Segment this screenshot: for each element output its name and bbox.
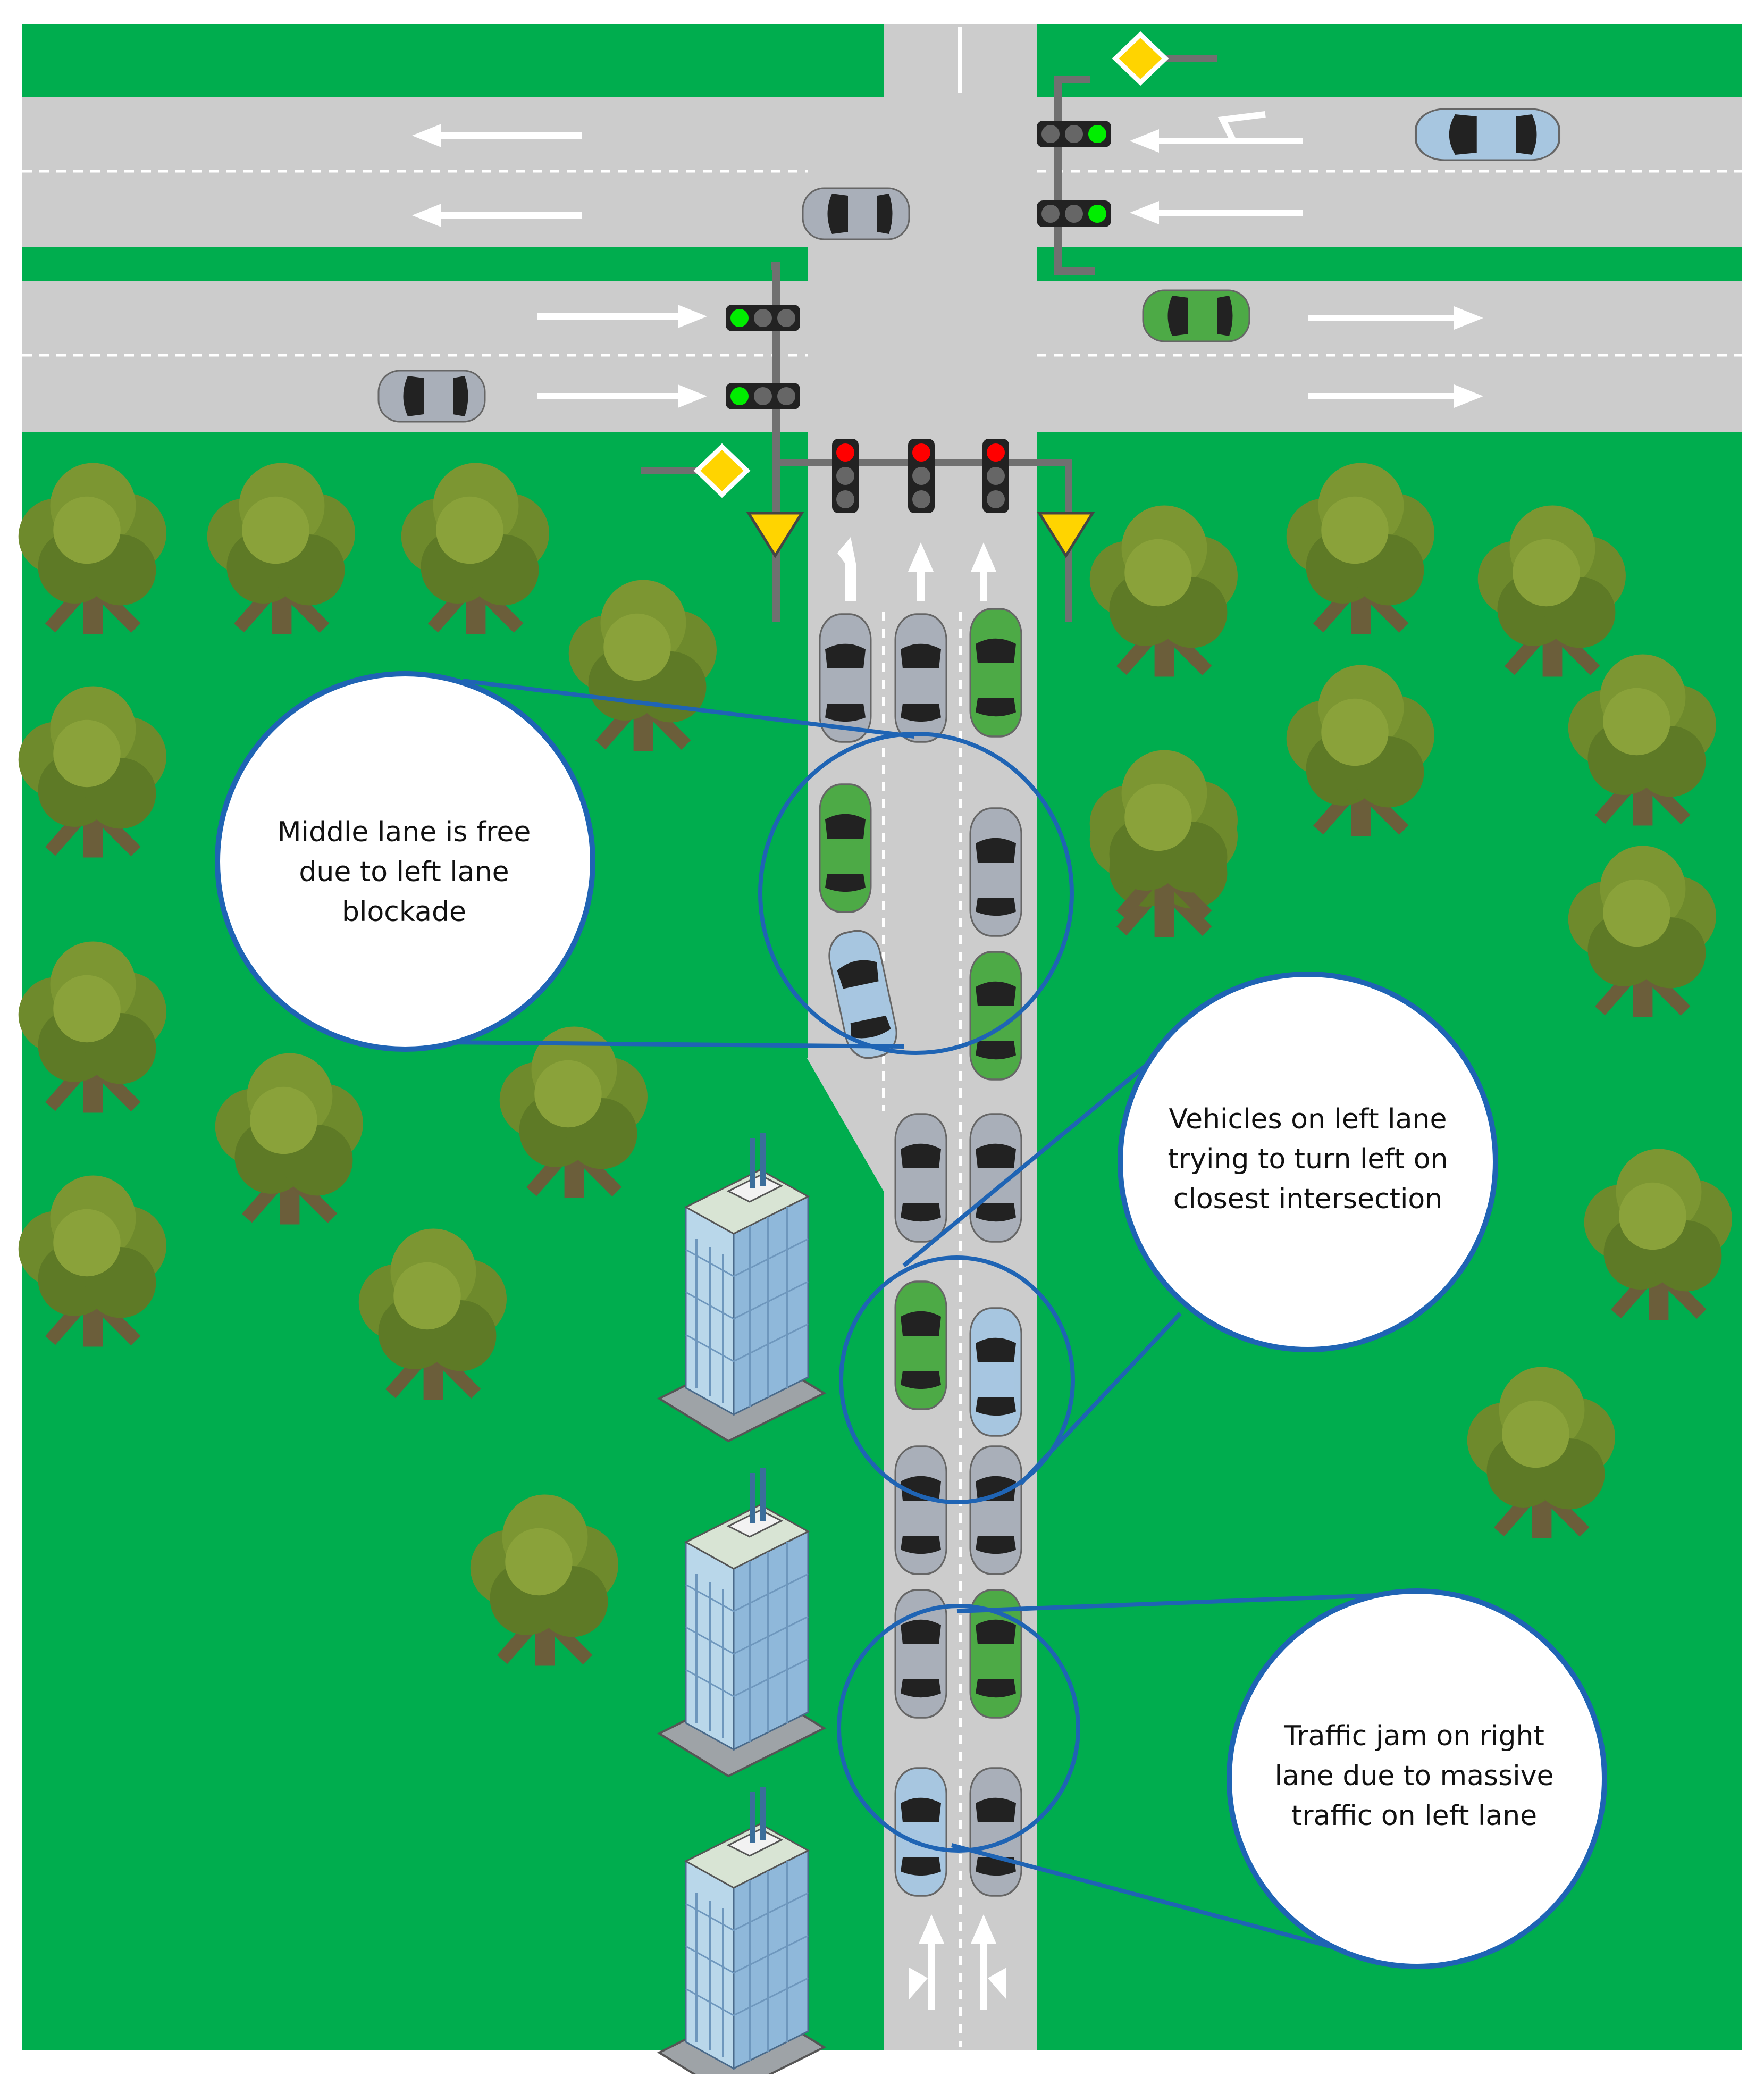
signal-lamp [912, 467, 930, 485]
signal-lamp [754, 309, 772, 327]
callout-line: Traffic jam on right [1284, 1720, 1544, 1752]
callout-leader [902, 1035, 1182, 1268]
lane-arrow-icon-head [678, 305, 707, 328]
priority-road-sign-icon [1112, 31, 1169, 86]
car-icon [969, 608, 1022, 738]
car-icon [894, 1445, 947, 1575]
signal-lamp [1088, 125, 1106, 143]
car-icon [802, 187, 910, 240]
callout-leader [951, 1843, 1341, 1951]
callout-focus-ring [837, 1604, 1080, 1853]
callout-line: due to left lane [299, 856, 509, 888]
car-icon [894, 1767, 947, 1897]
signal-pole [776, 459, 1072, 622]
signal-lamp [912, 443, 930, 462]
callout-leader [441, 1040, 904, 1049]
callout-line: Middle lane is free [277, 816, 531, 848]
car-icon [969, 807, 1022, 937]
lane-arrow-icon-head [908, 542, 934, 572]
signal-lamp [1041, 205, 1060, 223]
signal-lamp [836, 490, 854, 508]
lane-arrow-icon-head [971, 542, 996, 572]
lane-arrow-icon-head [678, 384, 707, 408]
callout-line: blockade [342, 895, 466, 928]
yield-sign-icon [1037, 512, 1095, 558]
car-icon [969, 1445, 1022, 1575]
callout-line: Vehicles on left lane [1169, 1103, 1447, 1135]
signal-lamp [1041, 125, 1060, 143]
signal-lamp [1088, 205, 1106, 223]
signal-lamp [777, 387, 795, 405]
signal-lamp [836, 467, 854, 485]
signal-pole [1054, 76, 1095, 275]
lane-arrow-icon-head [919, 1914, 944, 1944]
callout-leader [462, 679, 915, 739]
car-icon [969, 1767, 1022, 1897]
callout-line: lane due to massive [1274, 1760, 1554, 1792]
signal-lamp [987, 443, 1005, 462]
callout-bubble [1227, 1588, 1607, 1969]
car-icon [969, 1113, 1022, 1243]
callout-line: closest intersection [1173, 1183, 1443, 1215]
lane-arrow-icon-head [1454, 384, 1483, 408]
car-icon [819, 613, 872, 743]
priority-road-sign-icon [693, 443, 751, 498]
signal-lamp [777, 309, 795, 327]
signal-lamp [730, 387, 749, 405]
car-icon [1142, 289, 1250, 342]
car-icon [1416, 109, 1559, 160]
lane-arrow-icon-head [1130, 201, 1159, 224]
callout-middle-lane-text: Middle lane is free due to left lane blo… [223, 723, 585, 1021]
lane-arrow-icon [988, 1968, 1006, 1999]
callout-traffic-jam-text: Traffic jam on right lane due to massive… [1233, 1627, 1595, 1925]
lane-arrow-icon-head [412, 124, 441, 147]
car-icon [894, 1280, 947, 1410]
lane-arrow-icon-head [971, 1914, 996, 1944]
callout-left-turn-text: Vehicles on left lane trying to turn lef… [1127, 1010, 1489, 1308]
callout-focus-ring [758, 732, 1074, 1055]
lane-arrow-icon-head [412, 204, 441, 227]
signal-lamp [1065, 125, 1083, 143]
car-icon [894, 613, 947, 743]
lane-arrow-icon [1196, 111, 1266, 144]
signal-lamp [1065, 205, 1083, 223]
signal-lamp [912, 490, 930, 508]
callout-line: trying to turn left on [1167, 1143, 1448, 1175]
signal-lamp [754, 387, 772, 405]
callout-focus-ring [839, 1255, 1075, 1504]
car-icon [819, 783, 872, 913]
signal-lamp [987, 467, 1005, 485]
signal-pole [771, 262, 780, 622]
lane-arrow-icon [909, 1968, 928, 1999]
lane-arrow-icon-head [1454, 306, 1483, 330]
callout-bubble [1118, 972, 1498, 1352]
callout-leader [956, 1593, 1377, 1613]
lane-arrow-icon [837, 537, 856, 601]
lane-arrow-icon-head [1130, 129, 1159, 153]
callout-line: traffic on left lane [1291, 1799, 1538, 1832]
car-icon [377, 370, 486, 423]
callout-bubble [215, 671, 595, 1052]
car-icon [894, 1113, 947, 1243]
yield-sign-icon [746, 512, 804, 558]
signal-lamp [730, 309, 749, 327]
car-icon [969, 1307, 1022, 1437]
signal-lamp [987, 490, 1005, 508]
signal-lamp [836, 443, 854, 462]
